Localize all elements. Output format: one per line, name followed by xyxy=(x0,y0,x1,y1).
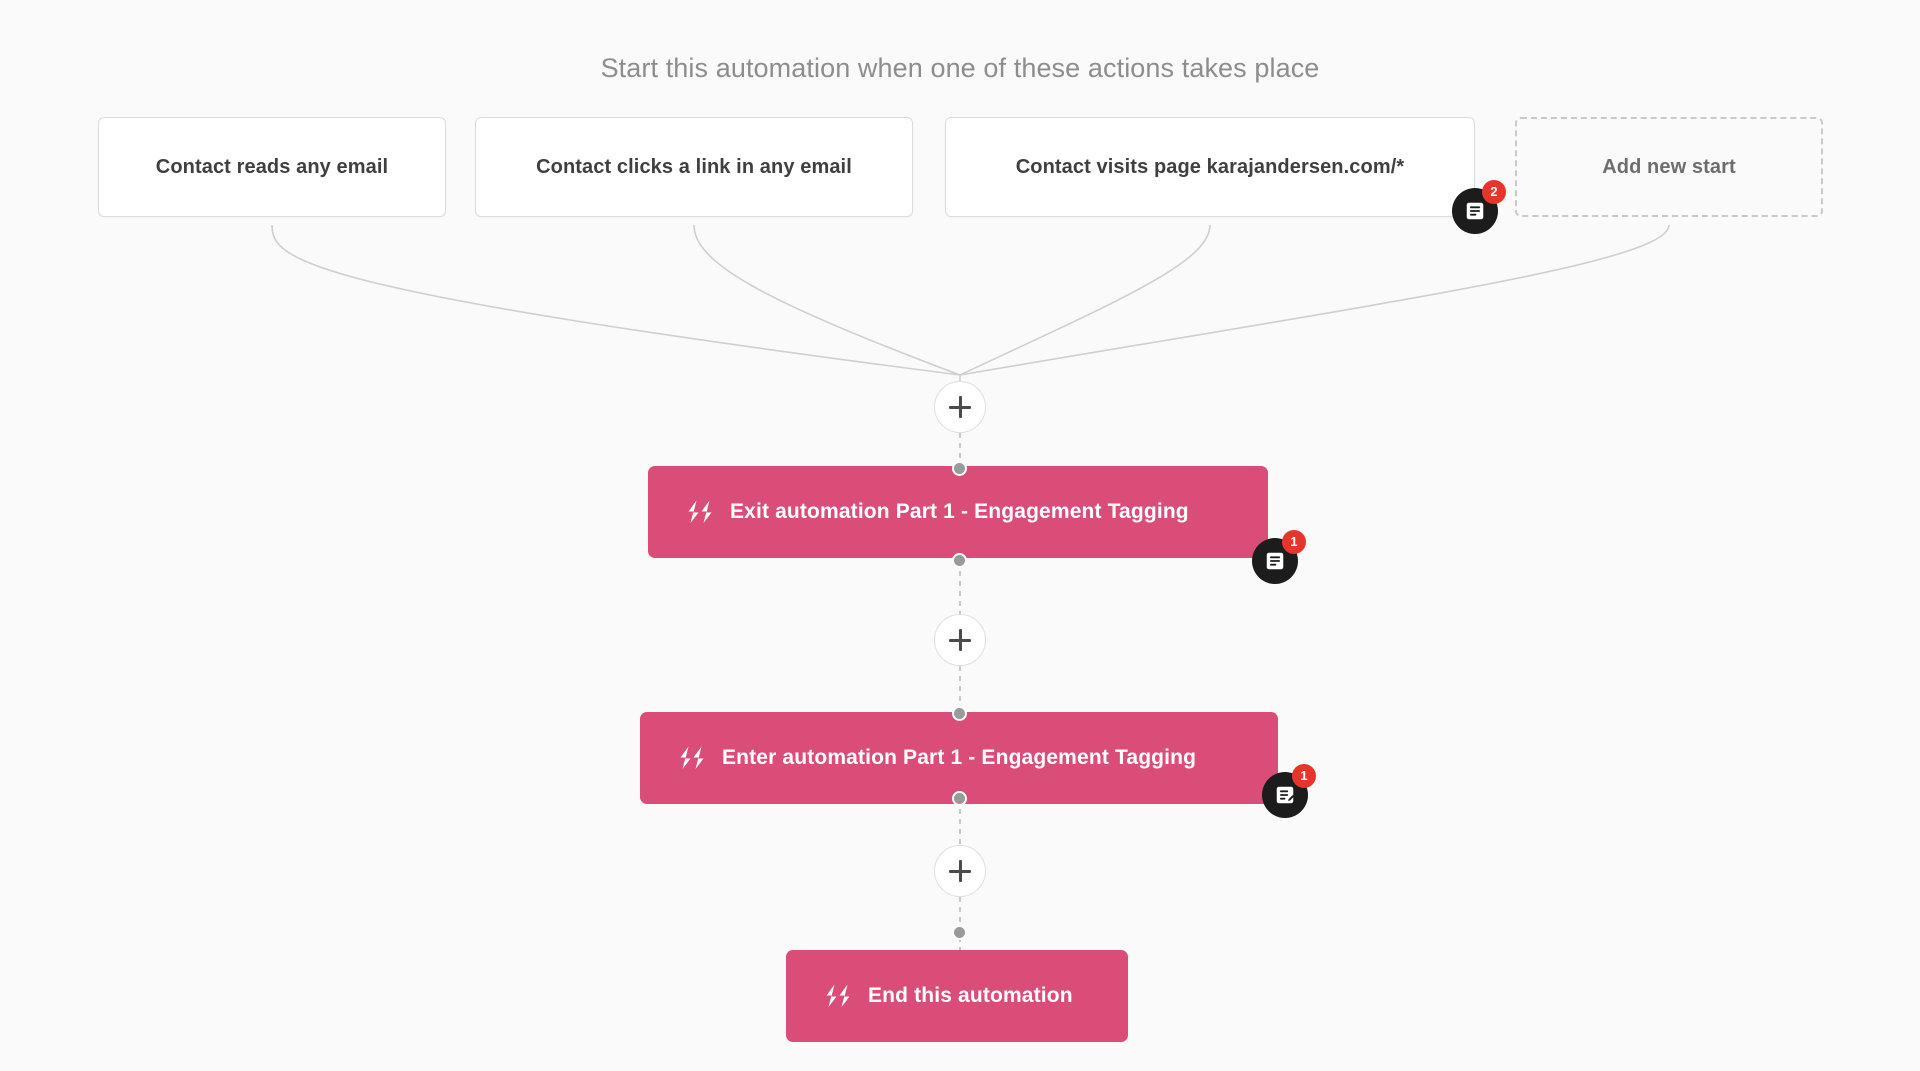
action-node-label: Enter automation Part 1 - Engagement Tag… xyxy=(722,746,1197,769)
note-badge-enter-automation[interactable]: 1 xyxy=(1262,764,1316,818)
note-badge-exit-automation[interactable]: 1 xyxy=(1252,530,1306,584)
node-connector-dot xyxy=(952,706,967,721)
automation-bolt-icon xyxy=(680,746,704,769)
add-step-button[interactable] xyxy=(934,845,986,897)
start-triggers-row: Contact reads any email Contact clicks a… xyxy=(0,117,1920,225)
start-trigger-contact-reads-any-email[interactable]: Contact reads any email xyxy=(98,117,446,217)
action-node-exit-automation[interactable]: Exit automation Part 1 - Engagement Tagg… xyxy=(648,466,1268,558)
node-connector-dot xyxy=(952,791,967,806)
action-node-content: Enter automation Part 1 - Engagement Tag… xyxy=(640,745,1196,771)
automation-bolt-icon xyxy=(688,500,712,523)
node-connector-dot xyxy=(952,461,967,476)
start-trigger-label: Contact reads any email xyxy=(155,155,389,178)
start-trigger-contact-visits-page[interactable]: Contact visits page karajandersen.com/* xyxy=(945,117,1475,217)
add-new-start-button[interactable]: Add new start xyxy=(1515,117,1823,217)
note-edit-icon xyxy=(1276,786,1295,804)
action-node-label: Exit automation Part 1 - Engagement Tagg… xyxy=(730,500,1189,523)
start-trigger-contact-clicks-link[interactable]: Contact clicks a link in any email xyxy=(475,117,913,217)
note-icon xyxy=(1266,552,1284,570)
note-badge-count: 1 xyxy=(1292,764,1316,788)
node-connector-dot xyxy=(952,925,967,940)
note-icon xyxy=(1466,202,1484,220)
start-trigger-label: Contact visits page karajandersen.com/* xyxy=(1015,155,1405,178)
action-node-enter-automation[interactable]: Enter automation Part 1 - Engagement Tag… xyxy=(640,712,1278,804)
add-step-button[interactable] xyxy=(934,614,986,666)
note-badge-start-contact-visits-page[interactable]: 2 xyxy=(1452,180,1506,234)
add-new-start-label: Add new start xyxy=(1602,155,1736,178)
page-title: Start this automation when one of these … xyxy=(600,53,1320,83)
automation-bolt-icon xyxy=(826,984,850,1007)
start-trigger-label: Contact clicks a link in any email xyxy=(536,155,852,178)
action-node-content: End this automation xyxy=(786,983,1073,1009)
node-connector-dot xyxy=(952,553,967,568)
add-step-button[interactable] xyxy=(934,381,986,433)
action-node-content: Exit automation Part 1 - Engagement Tagg… xyxy=(648,499,1189,525)
action-node-end-automation[interactable]: End this automation xyxy=(786,950,1128,1042)
action-node-label: End this automation xyxy=(868,984,1073,1007)
note-badge-count: 2 xyxy=(1482,180,1506,204)
note-badge-count: 1 xyxy=(1282,530,1306,554)
